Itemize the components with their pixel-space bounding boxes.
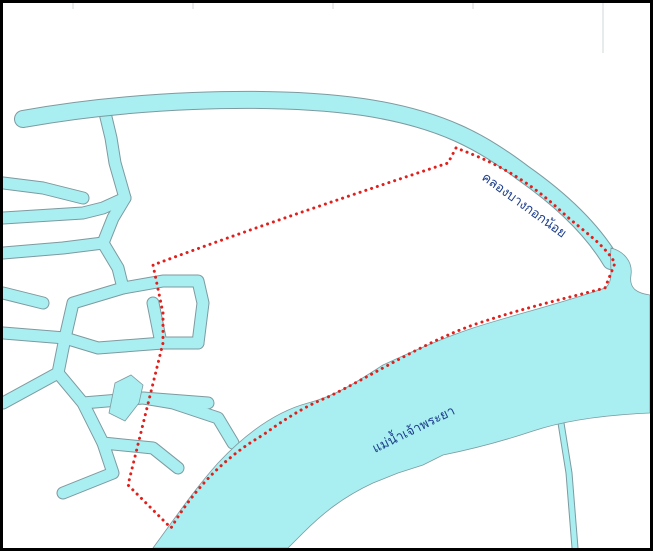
pond	[108, 374, 144, 422]
small-canal-bottom-right	[557, 419, 579, 548]
top-edge-remnant	[72, 3, 604, 53]
river-chao-phraya[interactable]	[152, 247, 650, 548]
map-canvas[interactable]: คลองบางกอกน้อย แม่น้ำเจ้าพระยา	[3, 3, 650, 548]
small-canals	[3, 106, 240, 500]
boundary-line	[126, 146, 617, 530]
canal-bangkok-noi	[14, 90, 620, 270]
